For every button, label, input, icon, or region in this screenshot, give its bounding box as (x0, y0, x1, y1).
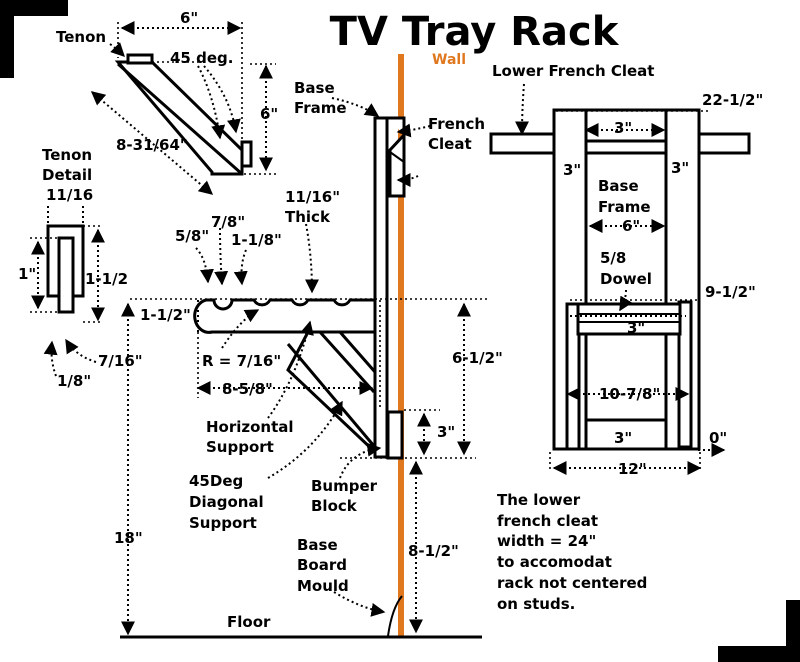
bumper-block-label-1: Bumper (311, 477, 378, 495)
angle-45-label: 45 deg. (170, 49, 233, 67)
dim-18-label: 18" (114, 529, 143, 547)
front-base-frame-label-1: Base (598, 177, 639, 195)
dim-6-side-label: 6" (260, 105, 278, 123)
tenon-1-8-label: 1/8" (57, 372, 91, 390)
tenon-detail-title-1: Tenon (42, 146, 92, 164)
horizontal-support-label-2: Support (206, 438, 274, 456)
tenon-1-1-2-label: 1-1/2 (85, 270, 128, 288)
horizontal-support (193, 298, 377, 334)
diagonal-support-label-3: Support (189, 514, 257, 532)
horizontal-support-label-1: Horizontal (206, 418, 294, 436)
dim-3-side-label: 3" (437, 423, 455, 441)
dowel-label-2: Dowel (600, 270, 652, 288)
note-line: on studs. (497, 595, 575, 613)
dim-8-1-2-label: 8-1/2" (408, 542, 459, 560)
page-title: TV Tray Rack (330, 9, 620, 55)
dim-1-1-2-label: 1-1/2" (140, 306, 191, 324)
front-3-bottom-label: 3" (614, 429, 632, 447)
dim-6-1-2-label: 6-1/2" (452, 349, 503, 367)
tenon-detail-title-2: Detail (42, 166, 92, 184)
note-line: width = 24" (497, 532, 596, 550)
dowel-label-1: 5/8 (600, 249, 626, 267)
dim-10-7-8-label: 10-7/8" (599, 385, 660, 403)
dim-6-top-label: 6" (180, 9, 198, 27)
diagonal-support-label-2: Diagonal (189, 493, 264, 511)
lower-french-cleat-label: Lower French Cleat (492, 62, 654, 80)
floor-label: Floor (227, 613, 271, 631)
diagonal-support-label-1: 45Deg (189, 472, 243, 490)
dim-8-31-64-label: 8-31/64" (116, 136, 188, 154)
front-3-left-label: 3" (563, 161, 581, 179)
dim-1-1-8-label: 1-1/8" (231, 231, 282, 249)
thick-label-2: Thick (285, 208, 331, 226)
base-frame-side (373, 116, 389, 459)
thick-label-1: 11/16" (285, 188, 340, 206)
dim-0-label: 0" (709, 429, 727, 447)
note-block: The lower french cleat width = 24" to ac… (497, 491, 647, 613)
front-6-label: 6" (622, 217, 640, 235)
tenon-detail (30, 206, 105, 377)
note-line: rack not centered (497, 574, 647, 592)
base-board-mould (387, 595, 403, 637)
corner-bracket-bottom-right (718, 600, 800, 662)
front-base-frame-label-2: Frame (598, 198, 651, 216)
tenon-top (126, 53, 154, 65)
note-line: The lower (497, 491, 581, 509)
wall-label: Wall (432, 52, 466, 68)
wall (398, 54, 404, 638)
baseboard-label-1: Base (297, 536, 338, 554)
front-3-right-label: 3" (671, 159, 689, 177)
front-3-top-label: 3" (614, 119, 632, 137)
tenon-7-16-label: 7/16" (98, 352, 143, 370)
baseboard-label-3: Mould (297, 577, 349, 595)
dim-12-label: 12" (618, 460, 647, 478)
french-cleat-label-2: Cleat (428, 135, 472, 153)
dim-22-1-2-label: 22-1/2" (702, 91, 763, 109)
note-line: to accomodat (497, 553, 612, 571)
tenon-label: Tenon (56, 28, 106, 46)
diagonal-support-detail (90, 21, 276, 195)
base-frame-label-2: Frame (294, 99, 347, 117)
bumper-block (386, 410, 404, 460)
dim-9-1-2-label: 9-1/2" (705, 283, 756, 301)
tenon-11-16-label: 11/16 (46, 186, 93, 204)
dim-7-8-label: 7/8" (211, 213, 245, 231)
dim-5-8-label: 5/8" (175, 227, 209, 245)
baseboard-label-2: Board (297, 556, 347, 574)
note-line: french cleat (497, 512, 598, 530)
base-frame-label-1: Base (294, 79, 335, 97)
dim-8-5-8-label: 8-5/8" (222, 380, 273, 398)
radius-label: R = 7/16" (202, 352, 281, 370)
tenon-1-label: 1" (18, 265, 36, 283)
corner-bracket-top-left (0, 0, 68, 78)
tenon-side (240, 140, 253, 168)
bumper-block-label-2: Block (311, 497, 358, 515)
french-cleat-label-1: French (428, 115, 485, 133)
front-3-mid-label: 3" (627, 319, 645, 337)
